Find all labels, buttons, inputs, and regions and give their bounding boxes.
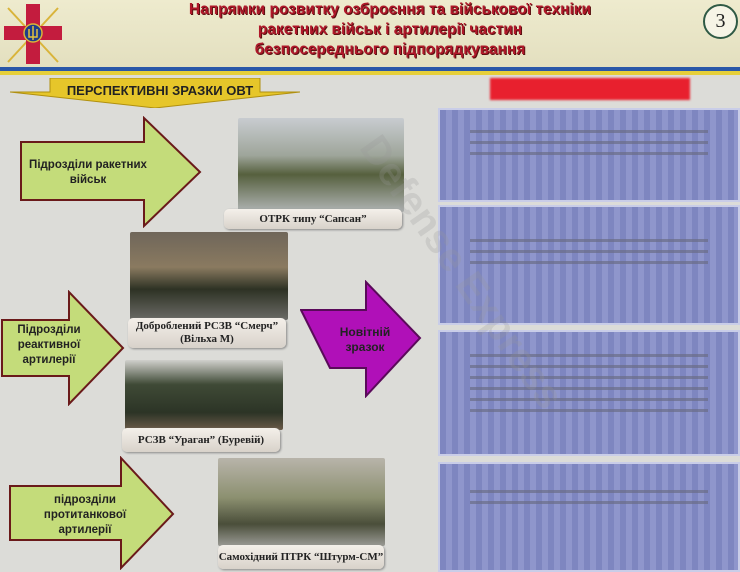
arrow-newest-sample — [300, 280, 422, 398]
photo-caption: ОТРК типу “Сапсан” — [224, 209, 402, 229]
emblem-icon — [4, 4, 62, 64]
section-banner — [10, 78, 300, 108]
photo-smerch — [130, 232, 288, 320]
arrow-rocket-artillery — [1, 290, 125, 406]
arrow-label: Підрозділи реактивної артилерії — [17, 324, 81, 366]
redacted-box — [438, 205, 740, 325]
arrow-antitank-artillery — [9, 456, 175, 570]
arrow-label: Підрозділи ракетних військ — [29, 159, 147, 186]
page-number: 3 — [703, 4, 738, 39]
slide-title: Напрямки розвитку озброєння та військово… — [90, 0, 690, 60]
divider-blue — [0, 67, 740, 71]
redacted-box — [438, 108, 740, 202]
arrow-rocket-troops — [20, 116, 202, 228]
section-banner-label: ПЕРСПЕКТИВНІ ЗРАЗКИ ОВТ — [66, 83, 254, 98]
title-line: ракетних військ і артилерії частин — [257, 21, 523, 38]
title-line: Напрямки розвитку озброєння та військово… — [188, 1, 592, 18]
photo-caption: Самохідний ПТРК “Штурм-СМ” — [218, 545, 384, 569]
photo-caption: РСЗВ “Ураган” (Буревій) — [122, 428, 280, 452]
photo-caption: Доброблений РСЗВ “Смерч” (Вільха М) — [128, 318, 286, 348]
arrow-label: підрозділи протитанкової артилерії — [43, 494, 127, 536]
redacted-box — [438, 330, 740, 456]
photo-uragan — [125, 360, 283, 430]
redacted-box — [438, 462, 740, 572]
photo-shturm — [218, 458, 385, 546]
redacted-banner — [490, 78, 690, 100]
arrow-label: Новітній зразок — [339, 325, 391, 354]
divider-yellow — [0, 71, 740, 75]
title-line: безпосереднього підпорядкування — [254, 41, 526, 58]
photo-sapsan — [238, 118, 404, 212]
slide-header — [0, 0, 740, 68]
